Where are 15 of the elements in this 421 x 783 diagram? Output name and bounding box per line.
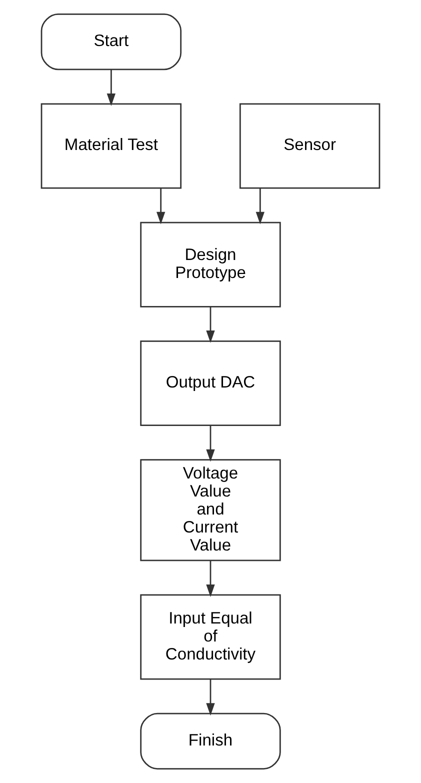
node-box: Start xyxy=(40,14,182,70)
arrow xyxy=(206,425,215,462)
arrow xyxy=(206,560,215,597)
node-box: Output DAC xyxy=(140,340,281,426)
node-box: Finish xyxy=(140,712,281,770)
arrow xyxy=(206,306,215,343)
node-box: Voltage Value and Current Value xyxy=(140,459,281,562)
arrow xyxy=(156,188,166,224)
arrow xyxy=(206,679,215,716)
node-box: Sensor xyxy=(239,103,380,189)
node-box: Input Equal of Conductivity xyxy=(140,594,281,680)
arrow xyxy=(256,188,265,224)
node-box: Material Test xyxy=(40,103,182,189)
arrow xyxy=(106,70,116,106)
node-box: Design Prototype xyxy=(140,222,281,308)
